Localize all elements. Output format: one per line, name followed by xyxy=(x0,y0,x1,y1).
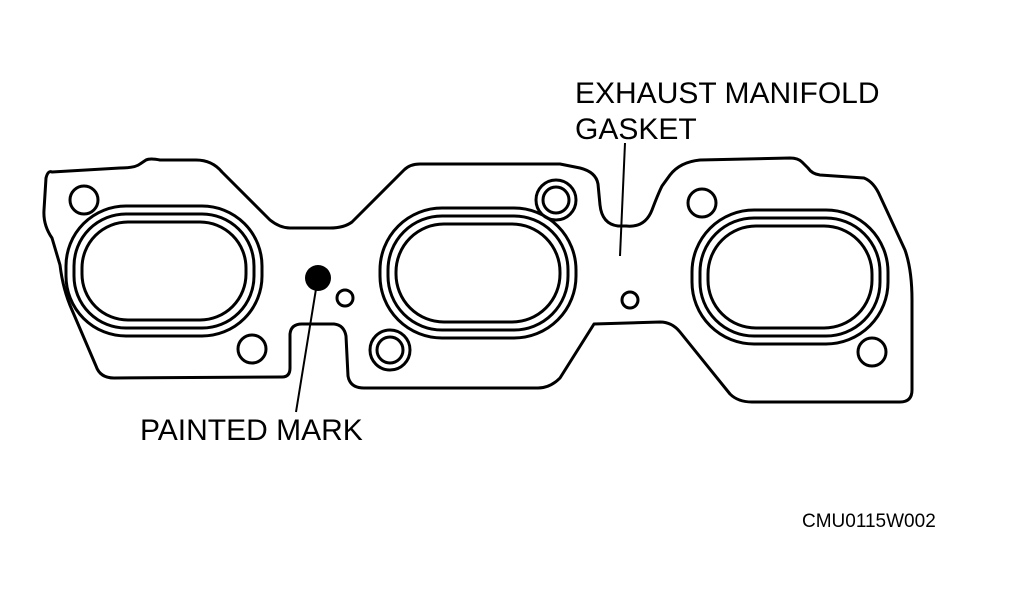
bolt-hole-5 xyxy=(686,187,718,219)
bolt-hole-1 xyxy=(68,184,100,216)
exhaust-label-line1: EXHAUST MANIFOLD xyxy=(575,77,880,110)
small-hole-right xyxy=(620,290,640,310)
bolt-hole-2 xyxy=(236,333,268,365)
exhaust-manifold-gasket-label: EXHAUST MANIFOLD GASKET xyxy=(575,76,880,148)
exhaust-port-left-outer xyxy=(64,204,264,338)
exhaust-port-middle-outer xyxy=(378,206,578,340)
gasket-leader-line xyxy=(619,142,626,257)
bolt-hole-4-inner xyxy=(375,335,405,365)
exhaust-port-right-inner xyxy=(706,224,874,330)
bolt-hole-3-inner xyxy=(541,185,571,215)
bolt-hole-4-outer xyxy=(368,328,412,372)
exhaust-port-middle-inner xyxy=(394,222,562,324)
exhaust-port-right-outer xyxy=(690,208,890,346)
painted-mark-label: PAINTED MARK xyxy=(140,414,363,447)
figure-code: CMU0115W002 xyxy=(802,511,936,532)
exhaust-port-right-mid xyxy=(698,216,882,338)
gasket-outline xyxy=(42,156,914,404)
exhaust-label-line2: GASKET xyxy=(575,113,697,146)
bolt-hole-3-outer xyxy=(534,178,578,222)
bolt-hole-6 xyxy=(856,336,888,368)
exhaust-port-left-mid xyxy=(72,212,256,330)
exhaust-port-left-inner xyxy=(80,220,248,322)
painted-mark-dot xyxy=(305,265,331,291)
exhaust-port-middle-mid xyxy=(386,214,570,332)
painted-mark-leader-line xyxy=(295,288,317,413)
small-hole-left xyxy=(335,288,355,308)
